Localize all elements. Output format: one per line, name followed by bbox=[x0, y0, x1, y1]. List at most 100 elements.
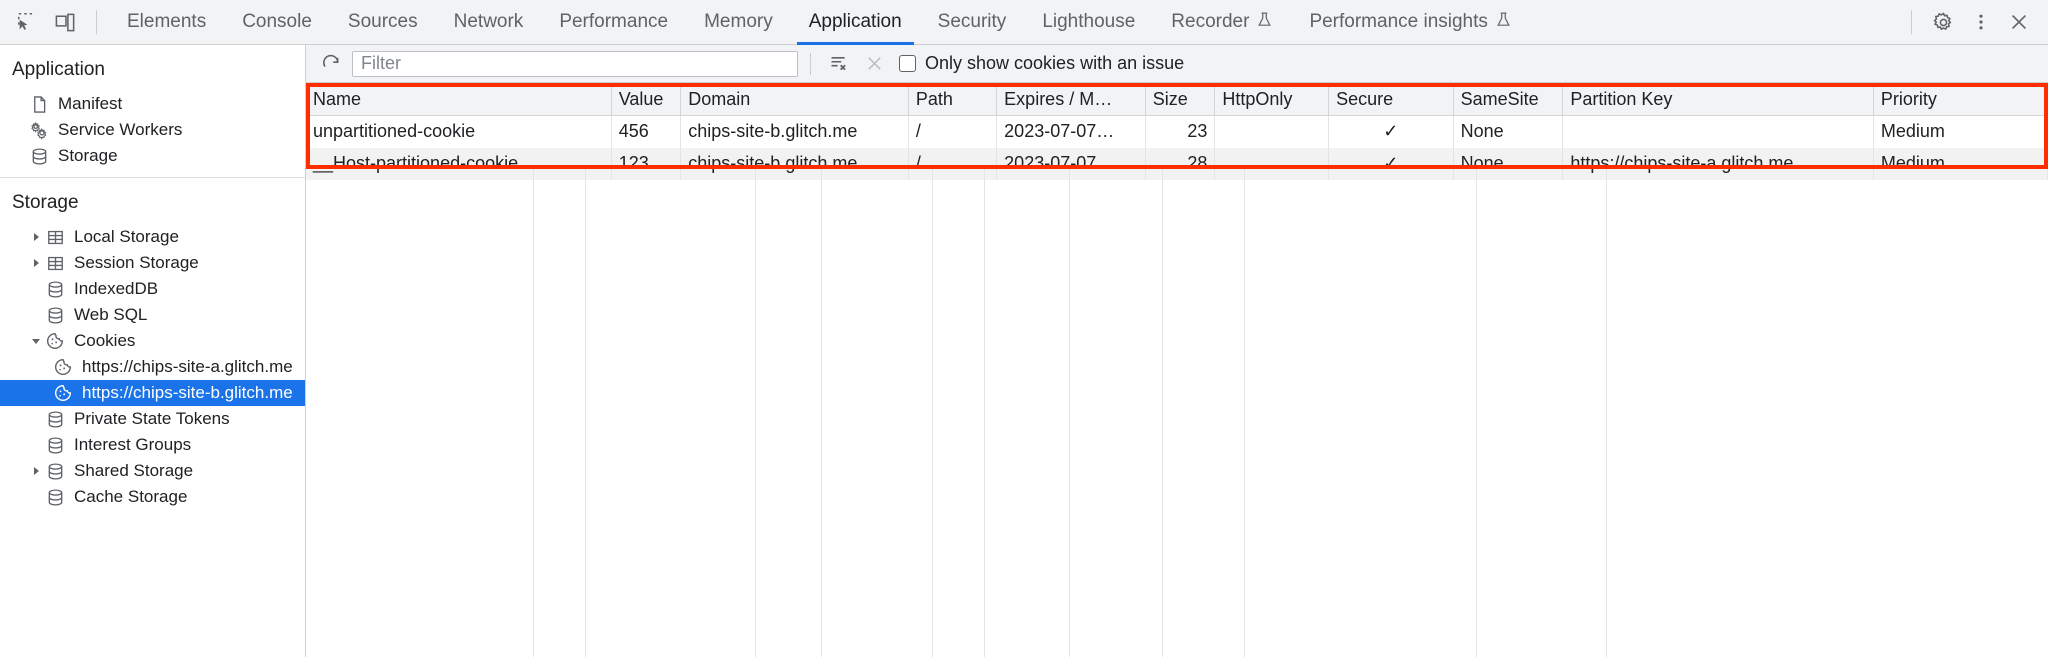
column-header-httponly[interactable]: HttpOnly bbox=[1214, 83, 1330, 116]
application-sidebar: Application Manifest bbox=[0, 45, 306, 657]
tab-recorder[interactable]: Recorder bbox=[1153, 0, 1291, 45]
sidebar-section-title-application: Application bbox=[12, 59, 105, 80]
cookies-table-container: Name Value Domain Path Expires / M… Size… bbox=[306, 83, 2048, 657]
clear-filtered-icon[interactable] bbox=[823, 50, 853, 78]
column-header-secure[interactable]: Secure bbox=[1328, 83, 1454, 116]
chevron-right-icon[interactable] bbox=[28, 232, 44, 242]
column-header-samesite[interactable]: SameSite bbox=[1453, 83, 1564, 116]
tab-label: Elements bbox=[127, 11, 207, 32]
only-issues-checkbox[interactable]: Only show cookies with an issue bbox=[899, 53, 1184, 74]
tab-label: Application bbox=[808, 11, 902, 32]
cell-samesite: None bbox=[1453, 147, 1564, 180]
sidebar-item-label: Session Storage bbox=[74, 253, 199, 272]
experiment-flask-icon bbox=[1256, 11, 1273, 34]
tab-application[interactable]: Application bbox=[791, 0, 920, 45]
cell-path: / bbox=[908, 115, 998, 148]
column-header-priority[interactable]: Priority bbox=[1873, 83, 2048, 116]
sidebar-item-label: Cache Storage bbox=[74, 487, 188, 506]
tab-lighthouse[interactable]: Lighthouse bbox=[1024, 0, 1153, 45]
sidebar-item-cookie-origin-a[interactable]: https://chips-site-a.glitch.me bbox=[0, 354, 305, 380]
chevron-down-icon[interactable] bbox=[28, 336, 44, 346]
sidebar-item-cookies[interactable]: Cookies bbox=[0, 328, 305, 354]
sidebar-item-private-state-tokens[interactable]: Private State Tokens bbox=[0, 406, 305, 432]
sidebar-item-web-sql[interactable]: Web SQL bbox=[0, 302, 305, 328]
devtools-toolbar: Elements Console Sources Network Perform… bbox=[0, 0, 2048, 45]
gears-icon bbox=[28, 120, 50, 140]
tab-label: Performance insights bbox=[1309, 11, 1488, 32]
devtools-body: Application Manifest bbox=[0, 45, 2048, 657]
column-header-name[interactable]: Name bbox=[306, 83, 612, 116]
chevron-right-icon[interactable] bbox=[28, 258, 44, 268]
header-row: Name Value Domain Path Expires / M… Size… bbox=[306, 83, 2048, 116]
clear-all-icon[interactable] bbox=[859, 50, 889, 78]
table-icon bbox=[44, 254, 66, 273]
column-header-domain[interactable]: Domain bbox=[680, 83, 909, 116]
tab-label: Memory bbox=[704, 11, 773, 32]
tab-label: Sources bbox=[347, 11, 418, 32]
cell-size: 23 bbox=[1145, 115, 1216, 148]
sidebar-item-service-workers[interactable]: Service Workers bbox=[0, 117, 305, 143]
cell-name: unpartitioned-cookie bbox=[306, 115, 612, 148]
tab-sources[interactable]: Sources bbox=[330, 0, 436, 45]
cell-secure: ✓ bbox=[1328, 147, 1454, 180]
inspect-element-icon[interactable] bbox=[8, 4, 46, 40]
sidebar-item-manifest[interactable]: Manifest bbox=[0, 91, 305, 117]
sidebar-item-shared-storage[interactable]: Shared Storage bbox=[0, 458, 305, 484]
close-icon[interactable] bbox=[2000, 4, 2038, 40]
toolbar-divider-right bbox=[1911, 10, 1912, 34]
sidebar-item-storage[interactable]: Storage bbox=[0, 143, 305, 169]
tab-memory[interactable]: Memory bbox=[686, 0, 791, 45]
column-header-expires[interactable]: Expires / M… bbox=[996, 83, 1146, 116]
cell-priority: Medium bbox=[1873, 147, 2048, 180]
tab-performance[interactable]: Performance bbox=[541, 0, 686, 45]
column-header-path[interactable]: Path bbox=[908, 83, 998, 116]
cell-expires: 2023-07-07… bbox=[996, 147, 1146, 180]
kebab-menu-icon[interactable] bbox=[1962, 4, 2000, 40]
tab-console[interactable]: Console bbox=[224, 0, 330, 45]
column-header-partition-key[interactable]: Partition Key bbox=[1562, 83, 1874, 116]
cookies-table-body: unpartitioned-cookie 456 chips-site-b.gl… bbox=[306, 115, 2048, 180]
tab-elements[interactable]: Elements bbox=[109, 0, 224, 45]
sidebar-item-session-storage[interactable]: Session Storage bbox=[0, 250, 305, 276]
column-header-value[interactable]: Value bbox=[611, 83, 682, 116]
database-icon bbox=[44, 280, 66, 299]
sidebar-item-label: Local Storage bbox=[74, 227, 179, 246]
sidebar-item-cache-storage[interactable]: Cache Storage bbox=[0, 484, 305, 510]
sidebar-item-local-storage[interactable]: Local Storage bbox=[0, 224, 305, 250]
search-input[interactable] bbox=[352, 50, 798, 77]
document-icon bbox=[28, 95, 50, 114]
tab-performance-insights[interactable]: Performance insights bbox=[1291, 0, 1529, 45]
sidebar-item-label: IndexedDB bbox=[74, 279, 159, 298]
panel-tab-strip: Elements Console Sources Network Perform… bbox=[109, 0, 1530, 45]
tab-network[interactable]: Network bbox=[436, 0, 542, 45]
cell-httponly bbox=[1214, 115, 1330, 148]
sidebar-item-label: Manifest bbox=[58, 94, 123, 113]
chevron-right-icon[interactable] bbox=[28, 466, 44, 476]
refresh-icon[interactable] bbox=[316, 50, 346, 78]
gear-icon[interactable] bbox=[1924, 4, 1962, 40]
tab-label: Recorder bbox=[1171, 11, 1250, 32]
cell-domain: chips-site-b.glitch.me bbox=[680, 115, 909, 148]
device-toolbar-icon[interactable] bbox=[46, 4, 84, 40]
column-header-size[interactable]: Size bbox=[1145, 83, 1216, 116]
table-icon bbox=[44, 228, 66, 247]
cookies-table: Name Value Domain Path Expires / M… Size… bbox=[306, 83, 2048, 180]
cookie-icon bbox=[44, 331, 66, 351]
cell-partition-key: https://chips-site-a.glitch.me bbox=[1562, 147, 1874, 180]
checkbox-label: Only show cookies with an issue bbox=[925, 53, 1185, 73]
cookies-table-header: Name Value Domain Path Expires / M… Size… bbox=[306, 83, 2048, 116]
cookies-panel: Only show cookies with an issue bbox=[306, 45, 2048, 657]
table-row[interactable]: unpartitioned-cookie 456 chips-site-b.gl… bbox=[306, 115, 2048, 148]
experiment-flask-icon bbox=[1495, 11, 1512, 34]
checkbox-box[interactable] bbox=[899, 55, 916, 72]
tab-security[interactable]: Security bbox=[920, 0, 1025, 45]
tab-label: Network bbox=[453, 11, 524, 32]
tab-label: Lighthouse bbox=[1042, 11, 1136, 32]
sidebar-item-indexeddb[interactable]: IndexedDB bbox=[0, 276, 305, 302]
sidebar-item-cookie-origin-b[interactable]: https://chips-site-b.glitch.me bbox=[0, 380, 305, 406]
cell-secure: ✓ bbox=[1328, 115, 1454, 148]
table-row[interactable]: __Host-partitioned-cookie 123 chips-site… bbox=[306, 147, 2048, 180]
sidebar-item-interest-groups[interactable]: Interest Groups bbox=[0, 432, 305, 458]
sidebar-section-application: Application Manifest bbox=[0, 45, 305, 177]
sidebar-item-label: Shared Storage bbox=[74, 461, 194, 480]
